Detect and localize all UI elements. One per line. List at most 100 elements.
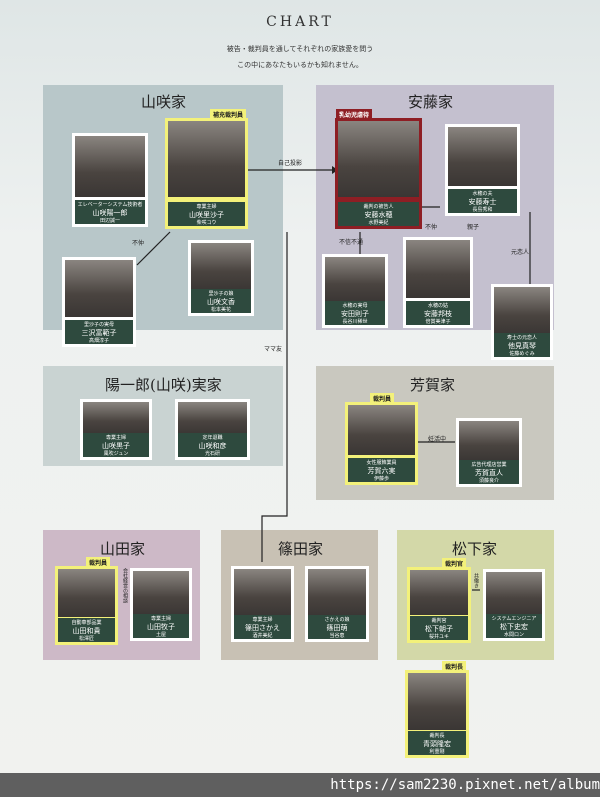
person-caption: 水穂の姑 安藤邦枝 倍賞美津子 [406, 301, 470, 325]
person-card-yamasaki-risako[interactable]: 専業主婦 山咲里沙子 柴咲コウ [165, 118, 248, 229]
person-card-mother-in-law[interactable]: 里沙子の実母 三沢富範子 高畑淳子 [62, 257, 136, 347]
person-actor: 田辺誠一 [99, 217, 120, 224]
watermark-url: https://sam2230.pixnet.net/album [330, 777, 600, 793]
person-caption: 水穂の実母 安田則子 長谷川稀世 [325, 301, 385, 325]
person-card-ando-mizuho[interactable]: 裁判の被告人 安藤水穂 水野美紀 [335, 118, 422, 229]
person-actor: 酒井美紀 [252, 632, 273, 639]
subtitle-line-2: この中にあなたもいるかも知れません。 [237, 61, 363, 69]
line-fuwa-yamasaki [136, 231, 171, 266]
person-name: 篠田さかえ [245, 623, 280, 632]
person-actor: 松澤匠 [78, 635, 94, 642]
person-photo [408, 673, 466, 730]
relation-label-onjin: 元恋人 [511, 249, 530, 256]
person-caption: システムエンジニア 松下史宏 水間ロン [486, 614, 542, 638]
person-photo [168, 121, 245, 197]
person-caption: 定年退職 山咲和彦 光石研 [178, 433, 247, 457]
person-card-yoichiro-father[interactable]: 定年退職 山咲和彦 光石研 [175, 399, 250, 460]
person-card-mizuho-mother[interactable]: 水穂の実母 安田則子 長谷川稀世 [322, 254, 388, 328]
person-card-haga-husband[interactable]: 広告代理店営業 芳賀直人 須藤良介 [456, 418, 522, 487]
person-photo [406, 240, 470, 298]
person-actor: 水野美紀 [368, 219, 389, 226]
family-title-matsushita: 松下家 [452, 540, 498, 558]
person-card-yamasaki-husband[interactable]: エレベーターシステム技術者 山咲陽一郎 田辺誠一 [72, 133, 148, 227]
person-card-daughter[interactable]: 里沙子の娘 山咲文香 松本美花 [188, 240, 254, 316]
person-name: 山咲和彦 [198, 441, 227, 450]
person-card-yamada-husband[interactable]: 自動車部品業 山田和貴 松澤匠 [55, 566, 118, 645]
person-card-matsushita-judge[interactable]: 裁判官 松下朝子 桜井ユキ [407, 567, 471, 643]
family-title-ando: 安藤家 [408, 93, 454, 111]
badge-saibankan: 裁判官 [442, 558, 467, 569]
person-card-ando-mother[interactable]: 水穂の姑 安藤邦枝 倍賞美津子 [403, 237, 473, 328]
relation-label-kyodo: 共働き [473, 573, 479, 588]
person-card-matsushita-husband[interactable]: システムエンジニア 松下史宏 水間ロン [483, 569, 545, 641]
person-caption: 女性服飾業員 芳賀六実 伊藤歩 [348, 458, 415, 482]
person-caption: 自動車部品業 山田和貴 松澤匠 [58, 618, 115, 642]
family-title-yoichiro: 陽一郎(山咲)実家 [105, 376, 222, 394]
family-title-yamada: 山田家 [100, 540, 146, 558]
person-name: 山田牧子 [147, 622, 175, 631]
person-role: 裁判の被告人 [363, 204, 394, 210]
person-card-shinoda-daughter[interactable]: さかえの娘 篠田萌 当谷恵 [305, 566, 369, 642]
family-title-shinoda: 篠田家 [278, 540, 324, 558]
person-photo [191, 243, 251, 290]
relation-label-futo: 不信不通 [339, 239, 364, 246]
person-role: 里沙子の娘 [208, 291, 234, 297]
person-role: 自動車部品業 [71, 620, 102, 626]
person-name: 芳賀六実 [367, 466, 396, 475]
badge-saibanin-haga: 裁判員 [370, 393, 395, 404]
person-actor: 桜井ユキ [428, 633, 449, 640]
badge-saibancho: 裁判長 [442, 661, 467, 672]
person-photo [494, 287, 550, 334]
badge-saibanin-yamada: 裁判員 [86, 557, 111, 568]
family-title-yamasaki: 山咲家 [141, 93, 187, 111]
person-photo [325, 257, 385, 302]
person-role: 水穂の夫 [472, 191, 493, 197]
person-role: 定年退職 [202, 435, 223, 441]
person-caption: 寿士の元恋人 他見真琴 佐藤めぐみ [494, 333, 550, 357]
person-photo [58, 569, 115, 617]
person-actor: 当谷恵 [329, 632, 345, 639]
person-card-ex-lover[interactable]: 寿士の元恋人 他見真琴 佐藤めぐみ [491, 284, 553, 360]
person-caption: 裁判長 青頭隆宏 利重剛 [408, 731, 466, 755]
badge-nyuyoji: 乳幼児虐待 [336, 109, 373, 120]
person-role: 裁判長 [429, 733, 445, 739]
person-role: エレベーターシステム技術者 [77, 202, 143, 208]
watermark-footer: https://sam2230.pixnet.net/album [0, 773, 600, 797]
person-name: 山咲文香 [207, 297, 235, 306]
person-caption: 里沙子の娘 山咲文香 松本美花 [191, 289, 251, 313]
person-card-yamada-wife[interactable]: 専業主婦 山田牧子 土屋 [130, 568, 192, 641]
person-card-yoichiro-mother[interactable]: 専業主婦 山咲黒子 風吹ジュン [80, 399, 152, 460]
relation-label-yamada-side: 会社経営の相談 [122, 568, 128, 603]
person-card-ando-husband[interactable]: 水穂の夫 安藤寿士 長島秀和 [445, 124, 520, 216]
person-caption: さかえの娘 篠田萌 当谷恵 [308, 615, 366, 639]
person-photo [133, 571, 189, 615]
person-name: 安藤邦枝 [424, 309, 452, 318]
person-actor: 利重剛 [429, 748, 445, 755]
person-caption: 広告代理店営業 芳賀直人 須藤良介 [459, 460, 519, 484]
person-name: 青頭隆宏 [423, 739, 451, 748]
person-actor: 倍賞美津子 [425, 318, 451, 325]
person-name: 三沢富範子 [81, 328, 117, 337]
person-actor: 松本美花 [210, 306, 231, 313]
person-role: 専業主婦 [105, 435, 126, 441]
person-actor: 柴咲コウ [196, 219, 217, 226]
relation-label-fuwa-yamasaki: 不仲 [132, 240, 145, 247]
person-actor: 須藤良介 [478, 477, 499, 484]
person-photo [486, 572, 542, 615]
person-card-chief-judge[interactable]: 裁判長 青頭隆宏 利重剛 [405, 670, 469, 758]
person-caption: 水穂の夫 安藤寿士 長島秀和 [448, 189, 517, 213]
person-role: 専業主婦 [150, 616, 171, 622]
person-role: 専業主婦 [252, 617, 273, 623]
person-photo [348, 405, 415, 455]
person-role: 里沙子の実母 [83, 322, 114, 328]
person-actor: 長島秀和 [472, 206, 493, 213]
person-role: 寿士の元恋人 [506, 335, 537, 341]
person-card-shinoda-wife[interactable]: 専業主婦 篠田さかえ 酒井美紀 [231, 566, 294, 642]
person-actor: 風吹ジュン [103, 450, 129, 457]
person-name: 篠田萌 [326, 623, 348, 632]
person-card-haga-wife[interactable]: 女性服飾業員 芳賀六実 伊藤歩 [345, 402, 418, 485]
relation-label-fuwa-ando: 不仲 [425, 224, 438, 231]
person-name: 松下史宏 [500, 622, 528, 631]
person-role: システムエンジニア [491, 616, 537, 622]
relation-label-mama-tomo: ママ友 [264, 346, 283, 353]
